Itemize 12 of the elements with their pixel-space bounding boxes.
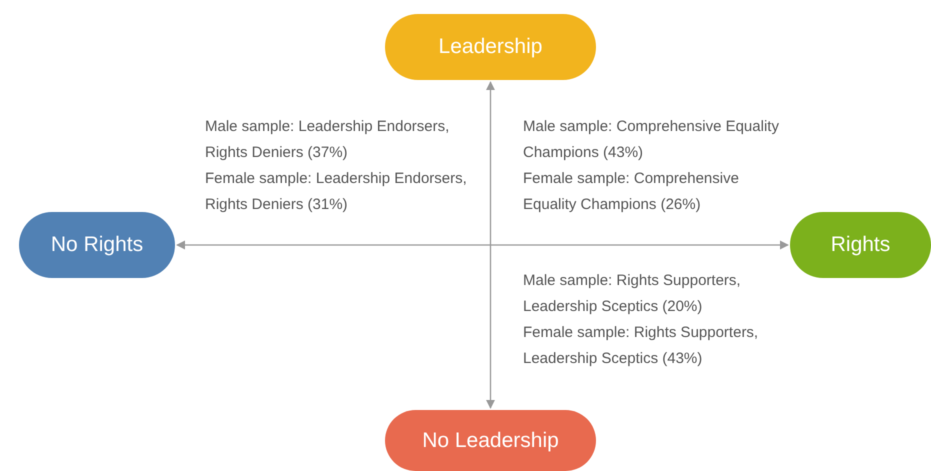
pill-box: Leadership — [385, 14, 596, 80]
pill-box: Rights — [790, 212, 931, 278]
pill-box: No Leadership — [385, 410, 596, 471]
quadrant-note: Female sample: Rights Supporters, Leadership Sceptics (43%) — [523, 323, 760, 369]
quadrant-note: Female sample: Leadership Endorsers, Rights Deniers (31%) — [205, 169, 468, 215]
quadrant-note: Male sample: Comprehensive Equality Champions (43%) — [523, 117, 780, 163]
double-arrow — [176, 240, 789, 250]
pill-box: No Rights — [19, 212, 175, 278]
quadrant-note: Male sample: Leadership Endorsers, Rights Deniers (37%) — [205, 117, 450, 163]
quadrant-note: Male sample: Rights Supporters, Leadership Sceptics (20%) — [523, 271, 742, 317]
double-arrow — [486, 81, 496, 409]
quadrant-note: Female sample: Comprehensive Equality Champions (26%) — [523, 169, 740, 215]
